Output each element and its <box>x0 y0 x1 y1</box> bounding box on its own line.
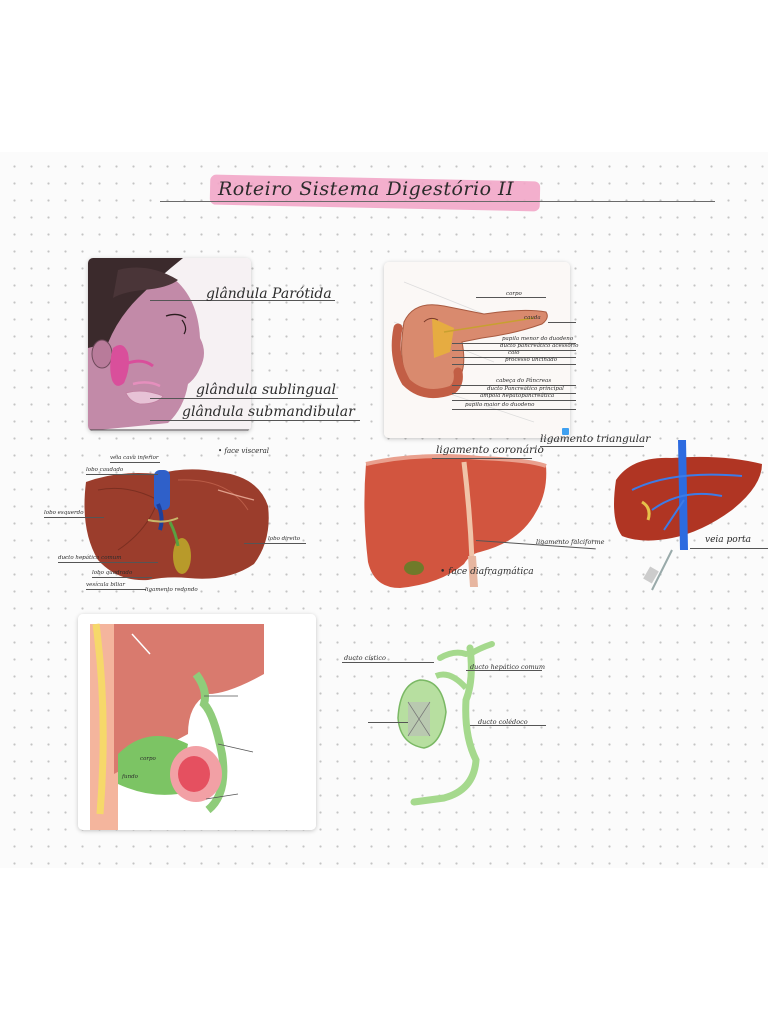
head-illustration <box>88 258 251 431</box>
portal-label: veia porta <box>705 535 751 545</box>
pancreas-label-2: cauda <box>524 315 541 321</box>
triangular-label: ligamento triangular <box>540 433 651 445</box>
gb-label-corpo: corpo <box>140 756 156 762</box>
visceral-label-7: ligamento redondo <box>145 587 198 593</box>
visceral-leader-2 <box>86 474 158 475</box>
visceral-label-3: lobo esquerdo <box>44 510 84 516</box>
visceral-right-leader <box>244 543 306 544</box>
gb-label-fundo: fundo <box>122 774 138 780</box>
visceral-leader-1 <box>110 462 160 463</box>
portal-vein-illustration <box>614 440 762 591</box>
coronary-label: ligamento coronário <box>436 444 544 456</box>
submandibular-leader <box>150 420 360 421</box>
pancreas-cauda-leader <box>548 322 576 323</box>
biliary-tree-illustration <box>397 641 495 806</box>
pancreas-leader-6 <box>452 364 576 365</box>
choledochus-leader <box>470 725 546 726</box>
visceral-label-2: lobo caudado <box>86 467 124 473</box>
visceral-leader-3 <box>44 517 104 518</box>
visceral-label-5: lobo quadrado <box>92 570 133 576</box>
pancreas-leader-3 <box>452 343 576 344</box>
label-submandibular: glândula submandibular <box>182 404 355 420</box>
pancreas-label-7: cabeça do Pâncreas <box>496 378 552 384</box>
gallbladder-section-illustration <box>78 614 316 830</box>
coronary-leader <box>432 458 532 459</box>
pancreas-label-6: processo uncinado <box>505 357 558 363</box>
pancreas-leader-7 <box>452 385 576 386</box>
pancreas-label-10: papila maior do duodeno <box>465 402 535 408</box>
pancreas-label-9: ampola hepatopancreática <box>480 393 555 399</box>
title-underline <box>160 201 715 202</box>
pancreas-label-3: papila menor do duodeno <box>502 336 574 342</box>
pancreas-label-4: ducto pancreático acessório <box>500 343 579 349</box>
pancreas-corpo-leader <box>476 297 546 298</box>
visceral-right-label: lobo direito <box>268 536 301 542</box>
triangular-leader <box>540 446 644 447</box>
label-parotid: glândula Parótida <box>206 286 332 302</box>
biliary-label-hepatico: ducto hepático comum <box>470 663 546 671</box>
pancreas-label-1: corpo <box>506 291 522 297</box>
visceral-label-4: ducto hepático comum <box>58 555 122 561</box>
selection-handle[interactable] <box>562 428 569 435</box>
visceral-leader-6 <box>86 589 146 590</box>
pancreas-label-5: colo <box>508 350 520 356</box>
biliary-label-coledoco: ducto colédoco <box>478 718 528 726</box>
falciform-label: ligamento falciforme <box>536 538 605 546</box>
sublingual-leader <box>150 398 338 399</box>
diaphragmatic-face-label: • face diafragmática <box>440 567 534 577</box>
portal-leader <box>690 548 768 549</box>
visceral-label-1: veia cava inferior <box>110 455 159 461</box>
visceral-leader-5 <box>92 577 152 578</box>
salivary-glands-image <box>88 258 251 431</box>
pancreas-image <box>384 262 570 438</box>
pancreas-leader-5 <box>452 357 576 358</box>
visceral-leader-4 <box>58 562 158 563</box>
label-sublingual: glândula sublingual <box>196 382 336 398</box>
page-title: Roteiro Sistema Digestório II <box>218 178 515 200</box>
title-block: Roteiro Sistema Digestório II <box>160 172 715 212</box>
biliary-label-cistico: ducto cístico <box>344 654 386 662</box>
pancreas-label-8: ducto Pancreático principal <box>487 386 564 392</box>
pancreas-leader-10 <box>452 409 576 410</box>
parotid-leader <box>150 300 335 301</box>
gallbladder-leader <box>368 722 408 723</box>
pancreas-leader-8 <box>452 393 576 394</box>
liver-visceral-illustration <box>84 469 269 581</box>
cystic-leader <box>342 662 434 663</box>
pancreas-leader-9 <box>452 400 576 401</box>
visceral-label-6: vesícula biliar <box>86 582 126 588</box>
common-hepatic-leader <box>466 670 542 671</box>
gallbladder-section-image <box>78 614 316 830</box>
visceral-face-label: • face visceral <box>218 447 270 455</box>
liver-diaphragmatic-illustration <box>364 454 547 588</box>
pancreas-leader-4 <box>452 350 576 351</box>
